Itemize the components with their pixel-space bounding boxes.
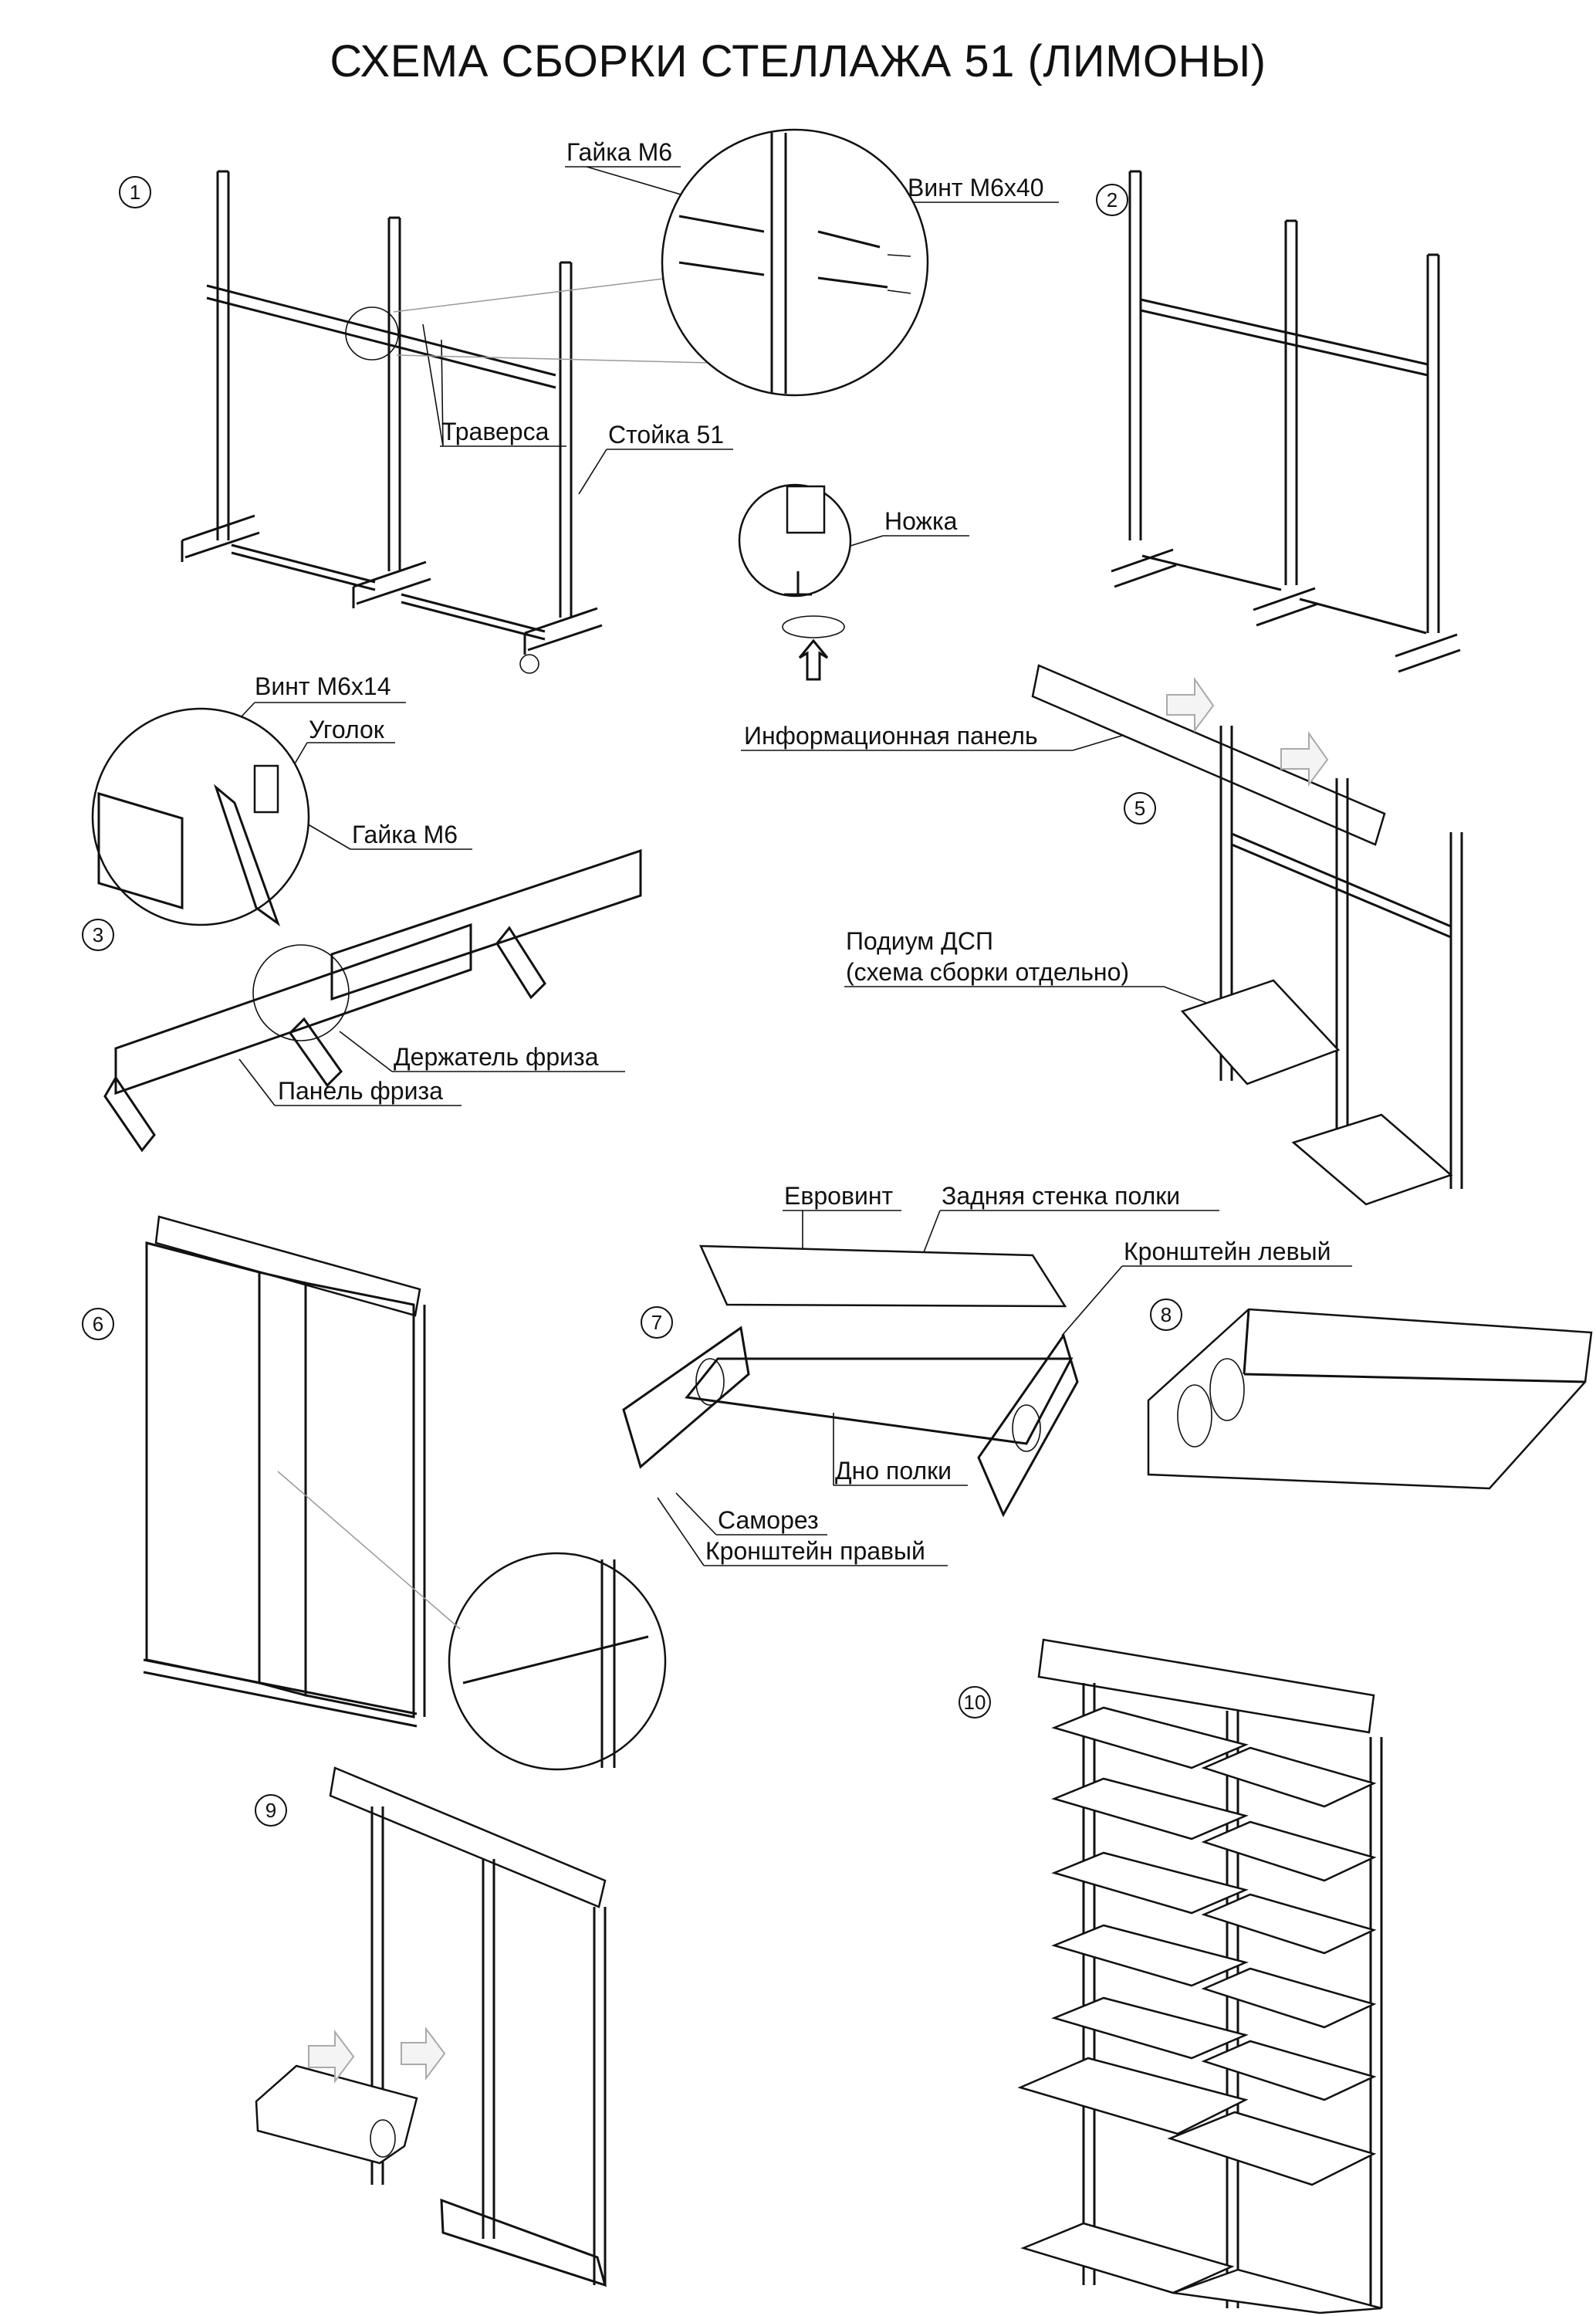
step3-frieze-drawing <box>91 707 642 1153</box>
label-podium-line1: Подиум ДСП <box>846 927 993 955</box>
step-number-9: 9 <box>255 1794 287 1827</box>
label-samorez: Саморез <box>718 1506 819 1534</box>
label-bracket-left: Кронштейн левый <box>1124 1238 1331 1265</box>
step9-shelf-install-drawing <box>255 1766 607 2287</box>
label-podium-line2: (схема сборки отдельно) <box>846 958 1130 986</box>
label-nozhka: Ножка <box>884 507 958 535</box>
label-nut-m6-top: Гайка М6 <box>566 138 673 166</box>
step-number-3: 3 <box>82 919 114 951</box>
label-screw-m6x14: Винт М6х14 <box>255 672 391 700</box>
label-frieze-panel: Панель фриза <box>278 1077 443 1105</box>
step2-frame-drawing <box>1111 170 1461 673</box>
label-screw-m6x40: Винт М6х40 <box>908 174 1044 201</box>
step6-back-panel-drawing <box>143 1215 667 1771</box>
step8-shelf-drawing <box>1147 1308 1593 1490</box>
step10-rack-drawing <box>1017 1638 1383 2314</box>
step-number-10: 10 <box>959 1686 991 1718</box>
step-number-5: 5 <box>1124 792 1156 824</box>
label-ugolok: Уголок <box>309 716 384 743</box>
label-shelf-back: Задняя стенка полки <box>942 1182 1181 1210</box>
step-number-6: 6 <box>82 1308 114 1340</box>
step5-info-panel-drawing <box>1031 664 1463 1206</box>
label-shelf-bottom: Дно полки <box>835 1457 952 1485</box>
step-number-7: 7 <box>641 1306 673 1339</box>
step-number-8: 8 <box>1150 1299 1182 1331</box>
label-stoyka: Стойка 51 <box>608 421 725 449</box>
label-nut-m6-mid: Гайка М6 <box>352 821 458 848</box>
step-number-1: 1 <box>119 176 151 208</box>
label-eurovint: Евровинт <box>784 1182 894 1210</box>
label-traversa: Траверса <box>441 418 549 445</box>
step-number-2: 2 <box>1096 184 1128 216</box>
step1-frame-drawing <box>181 128 929 681</box>
label-frieze-holder: Держатель фриза <box>394 1043 599 1071</box>
label-info-panel: Информационная панель <box>744 722 1038 750</box>
diagram-title: СХЕМА СБОРКИ СТЕЛЛАЖА 51 (ЛИМОНЫ) <box>330 36 1266 86</box>
label-bracket-right: Кронштейн правый <box>705 1537 925 1565</box>
step7-shelf-parts-drawing <box>622 1244 1079 1518</box>
